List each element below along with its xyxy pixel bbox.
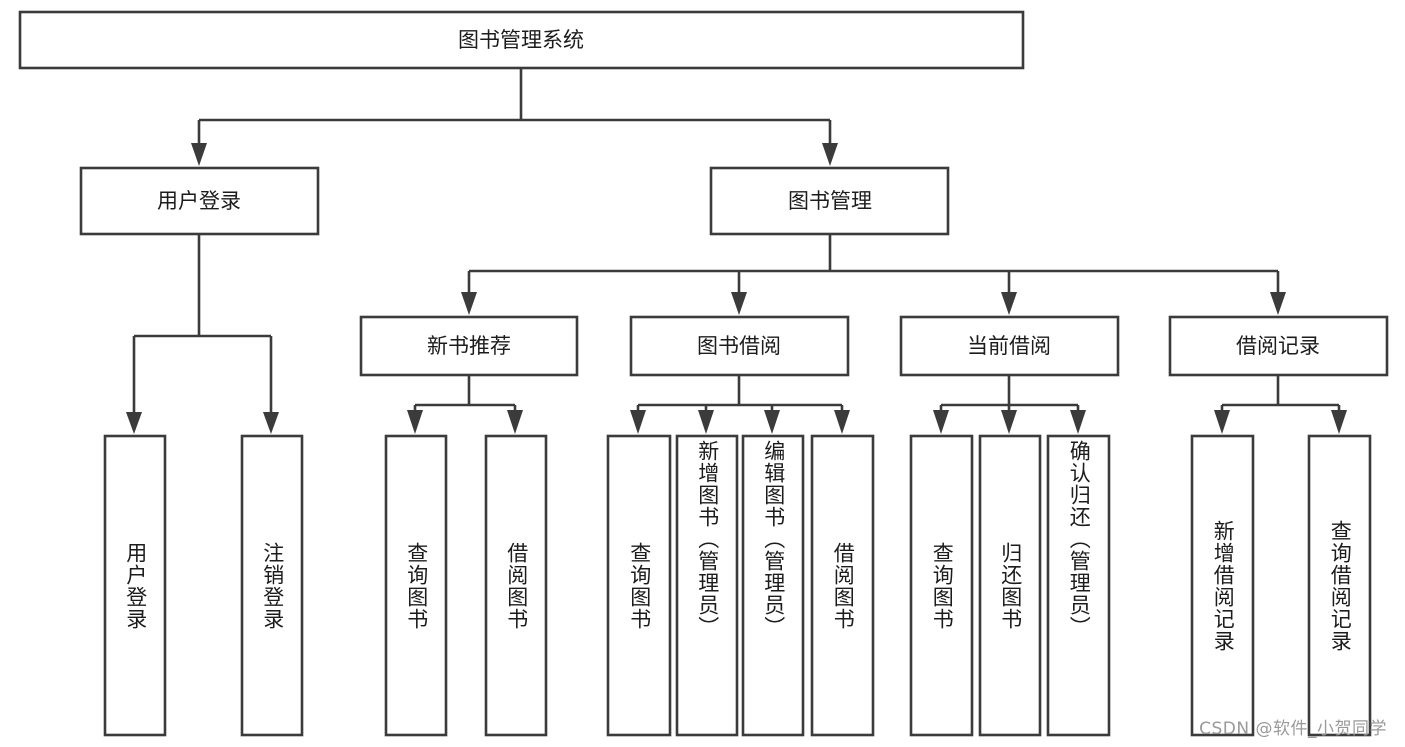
node-borrow-record-box[interactable] [1168,315,1389,377]
arrow-head-new-book-recommend [461,292,477,315]
node-book-borrow-box[interactable] [629,315,850,377]
arrow-head-leaf-query-book-3 [933,410,949,434]
node-user-login[interactable]: 用户登录 [79,166,320,236]
node-borrow-record[interactable]: 借阅记录 [1168,315,1389,377]
node-book-borrow-label: 图书借阅 [697,334,781,358]
connector-book-borrow-to-leaves [630,375,850,434]
node-current-borrow[interactable]: 当前借阅 [899,315,1120,377]
node-book-manage-label: 图书管理 [788,189,872,213]
node-new-book-recommend[interactable]: 新书推荐 [359,315,579,377]
arrow-head-leaf-confirm-return [1070,410,1086,434]
node-book-borrow[interactable]: 图书借阅 [629,315,850,377]
arrow-head-leaf-add-book [698,410,714,434]
arrow-head-book-manage [822,143,838,166]
node-leaf-query-book-1-box[interactable] [384,434,448,737]
arrow-head-leaf-return-book [1001,410,1017,434]
node-leaf-query-book-2-box[interactable] [606,434,672,737]
connector-user-login-to-leaves [126,234,279,434]
node-root-box[interactable] [18,10,1025,70]
node-leaf-confirm-return-box[interactable] [1046,434,1111,737]
arrow-head-leaf-user-login [126,412,142,434]
node-new-book-recommend-box[interactable] [359,315,579,377]
node-user-login-label: 用户登录 [157,189,241,213]
node-current-borrow-label: 当前借阅 [967,334,1051,358]
node-root[interactable]: 图书管理系统 [18,10,1025,70]
arrow-head-leaf-borrow-book-1 [507,410,523,434]
arrow-head-leaf-query-book-1 [407,410,423,434]
arrow-head-leaf-query-record [1331,410,1347,434]
arrow-head-borrow-record [1270,292,1286,315]
connector-current-borrow-to-leaves [933,375,1086,434]
node-borrow-record-label: 借阅记录 [1236,334,1320,358]
arrow-head-current-borrow [1001,292,1017,315]
arrow-head-user-login [191,143,207,166]
node-current-borrow-box[interactable] [899,315,1120,377]
node-leaf-return-book-box[interactable] [978,434,1042,737]
node-leaf-add-book-box[interactable] [675,434,739,737]
node-leaf-query-record-box[interactable] [1307,434,1372,737]
connector-book-manage-to-level3 [461,234,1286,315]
arrow-head-leaf-query-book-2 [630,410,646,434]
node-leaf-borrow-book-2-box[interactable] [810,434,875,737]
arrow-head-leaf-user-logout [263,412,279,434]
connector-root-to-level2 [191,69,838,166]
node-leaf-borrow-book-1-box[interactable] [484,434,548,737]
connector-new-book-recommend-to-leaves [407,375,523,434]
arrow-head-leaf-borrow-book-2 [834,410,850,434]
node-leaf-add-record-box[interactable] [1190,434,1255,737]
arrow-head-leaf-edit-book [764,410,780,434]
connector-borrow-record-to-leaves [1214,375,1347,434]
arrow-head-leaf-add-record [1214,410,1230,434]
node-new-book-recommend-label: 新书推荐 [427,334,511,358]
node-leaf-edit-book-box[interactable] [741,434,805,737]
node-leaf-user-logout-box[interactable] [240,434,304,737]
node-root-label: 图书管理系统 [458,28,584,52]
node-leaf-user-login-box[interactable] [103,434,167,737]
node-book-manage-box[interactable] [709,166,950,236]
node-user-login-box[interactable] [79,166,320,236]
csdn-watermark: CSDN @软件_小贺同学 [1199,719,1387,739]
node-leaf-query-book-3-box[interactable] [909,434,974,737]
node-book-manage[interactable]: 图书管理 [709,166,950,236]
arrow-head-book-borrow [731,292,747,315]
